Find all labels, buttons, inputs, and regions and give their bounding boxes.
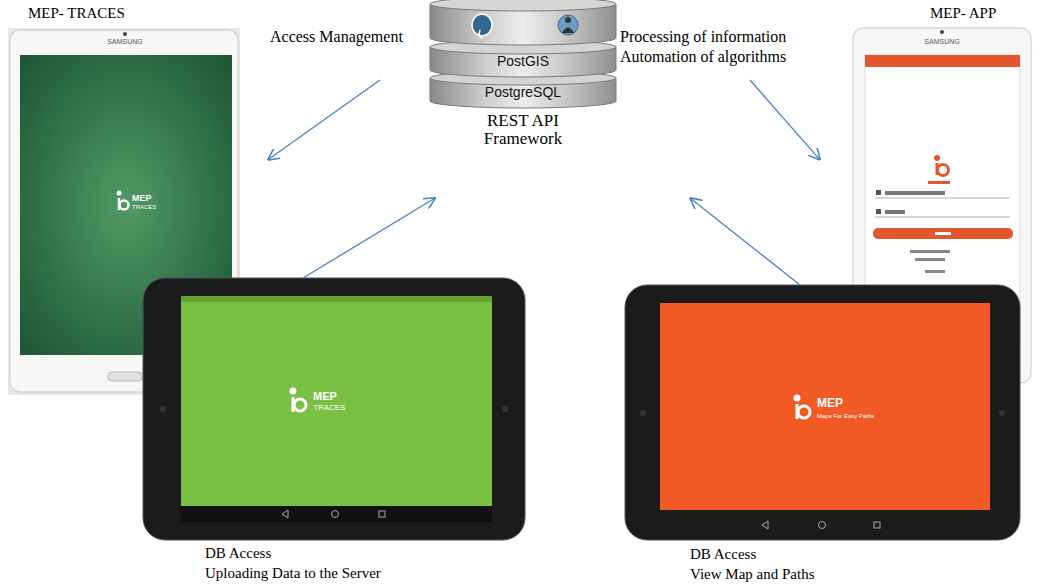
tablet-device-art: [625, 285, 1020, 540]
server-caption: REST API Framework: [478, 112, 568, 148]
nav-icon: [379, 511, 385, 517]
bezel-dot: [502, 406, 508, 412]
device-caption: DB Access: [690, 546, 756, 563]
gis-globe-icon: [565, 17, 571, 23]
tablet-device: MEPTRACESDB AccessUploading Data to the …: [143, 278, 525, 540]
camera-dot: [940, 30, 944, 34]
annotation: Processing of information: [620, 28, 786, 46]
brand-label: SAMSUNG: [85, 38, 165, 46]
logo-icon: [794, 395, 801, 402]
nav-icon: [819, 522, 826, 529]
logo-bar: [928, 181, 950, 184]
field-value: [885, 210, 905, 214]
nav-icon: [762, 521, 768, 529]
field-value: [885, 191, 945, 195]
nav-bar: [181, 506, 492, 522]
tablet-photo: MEP- APP SAMSUNG: [820, 5, 1035, 395]
logo-text: MEP: [132, 193, 152, 203]
tablet-device-art: [143, 278, 525, 540]
logo-icon: [117, 191, 122, 196]
logo-icon: [120, 201, 129, 210]
device-title: MEP- TRACES: [28, 5, 125, 22]
bezel-dot: [160, 406, 166, 412]
logo-icon: [294, 399, 306, 411]
annotation: Automation of algorithms: [620, 48, 786, 66]
status-bar: [865, 55, 1020, 67]
logo-icon: [938, 165, 949, 176]
logo-text: MEP: [817, 397, 843, 411]
db-layer-label: PostGIS: [430, 53, 616, 69]
postgres-elephant-icon: [472, 14, 492, 36]
logo-subtext: TRACES: [132, 204, 156, 211]
tablet-screen: [660, 303, 990, 510]
device-caption: Uploading Data to the Server: [205, 565, 381, 582]
link-mark: [915, 258, 945, 261]
logo-subtext: TRACES: [313, 403, 345, 412]
field-line: [875, 198, 1010, 199]
bezel-dot: [999, 410, 1005, 416]
postgres-elephant-icon: [479, 30, 483, 38]
login-button: [873, 228, 1013, 239]
home-button: [108, 372, 142, 381]
field-line: [875, 217, 1010, 218]
logo-subtext: Maps For Easy Paths: [817, 413, 874, 420]
link-mark: [910, 250, 950, 253]
status-bar: [181, 296, 492, 302]
annotation: Access Management: [270, 28, 403, 46]
link-mark: [925, 270, 945, 273]
connector-arrow: [750, 80, 820, 160]
connector-arrow: [303, 198, 435, 278]
logo-icon: [934, 155, 940, 161]
device-caption: View Map and Paths: [690, 566, 815, 583]
connector-arrow: [690, 198, 800, 285]
bezel-dot: [640, 410, 646, 416]
db-layer-top: [430, 0, 616, 11]
logo-icon: [798, 406, 810, 418]
tablet-photo: MEP- TRACES SAMSUNG MEPTRACES: [8, 5, 268, 395]
connector-arrow: [268, 80, 380, 160]
field-icon: [876, 190, 881, 195]
brand-label: SAMSUNG: [902, 38, 982, 46]
device-caption: DB Access: [205, 545, 271, 562]
button-mark: [935, 232, 951, 235]
logo-text: MEP: [313, 390, 337, 403]
tablet-device: MEPMaps For Easy PathsDB AccessView Map …: [625, 285, 1020, 540]
db-layer-label: PostgreSQL: [430, 84, 616, 100]
tablet-screen: [181, 296, 492, 522]
nav-icon: [332, 511, 339, 518]
nav-icon: [874, 522, 880, 528]
database-stack-art: [430, 0, 616, 108]
tablet-body: [625, 285, 1020, 540]
gis-globe-icon: [558, 15, 578, 35]
camera-dot: [123, 32, 127, 36]
gis-globe-icon: [562, 28, 574, 34]
nav-icon: [282, 510, 288, 518]
device-title: MEP- APP: [930, 5, 996, 22]
field-icon: [876, 209, 881, 214]
tablet-body: [143, 278, 525, 540]
logo-icon: [290, 388, 297, 395]
